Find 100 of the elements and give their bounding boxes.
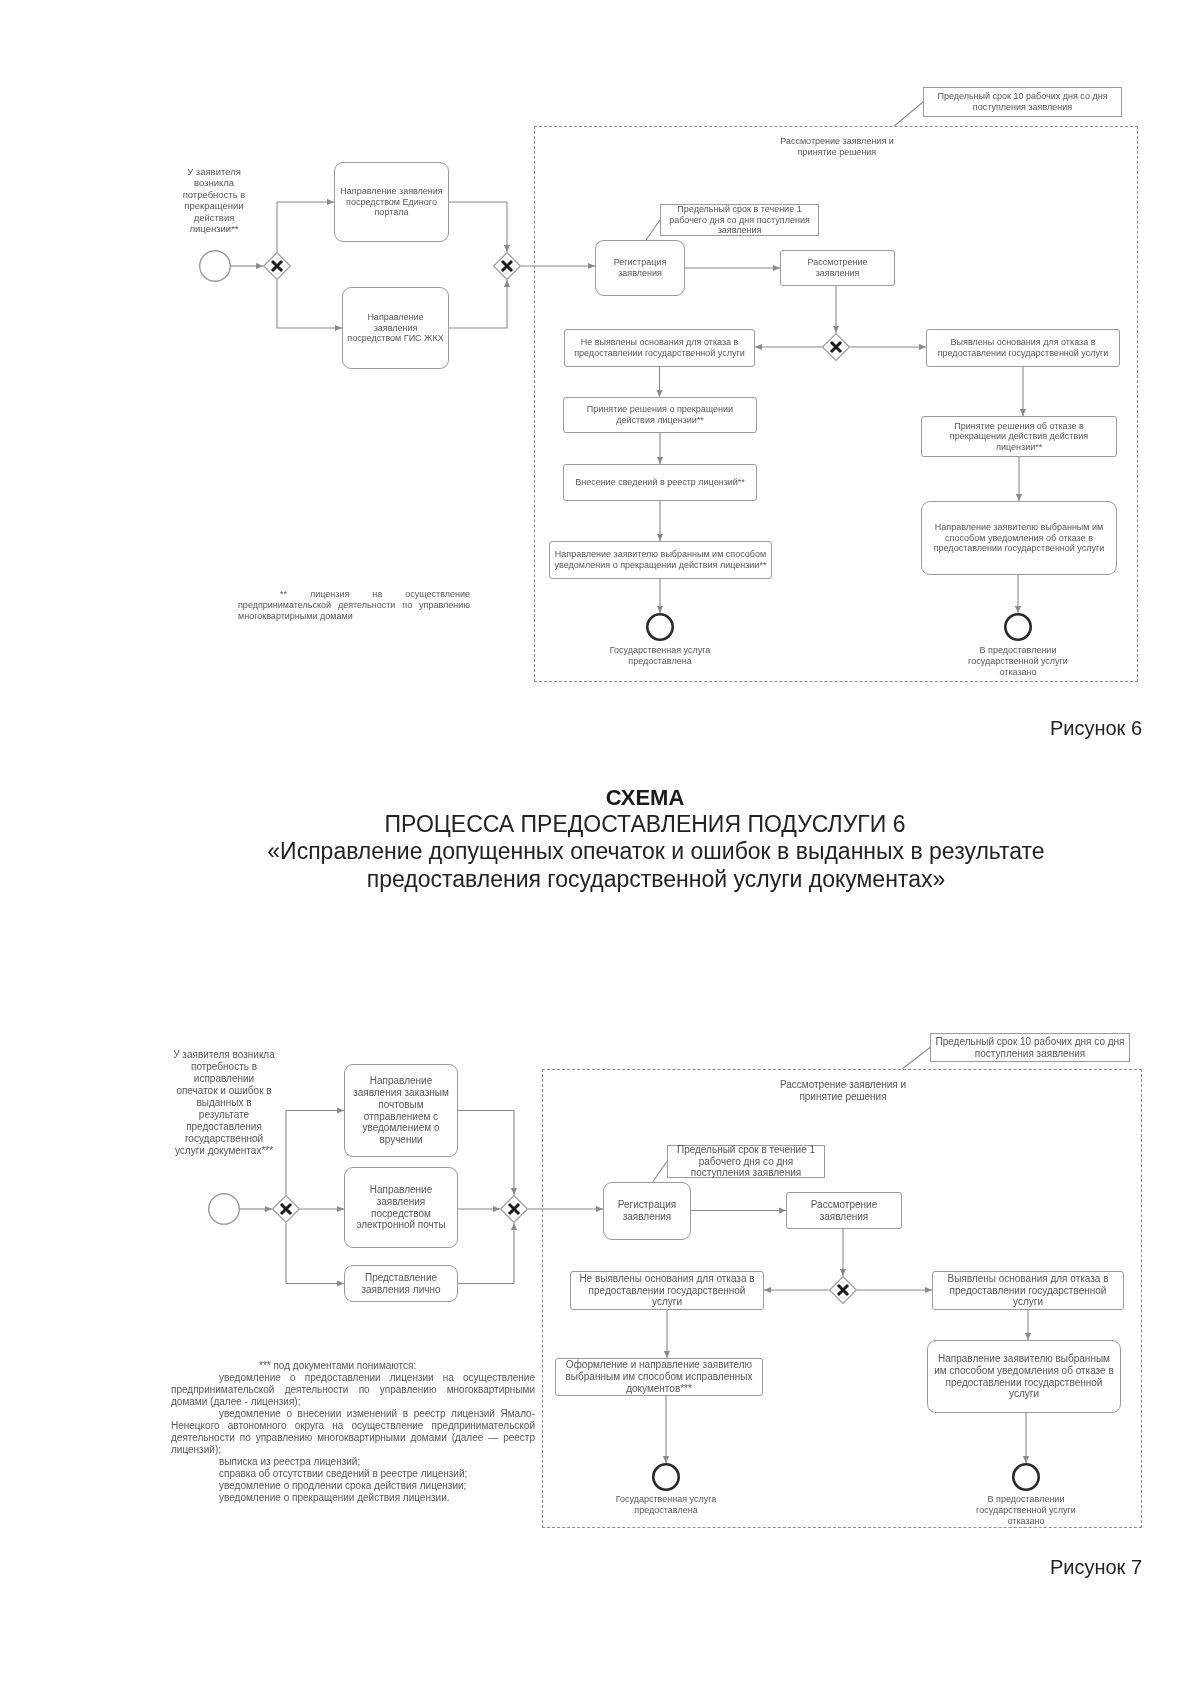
annotation-text: Предельный срок 10 рабочих дня со дня поступления заявления <box>936 91 1109 113</box>
task-text: Направление заявления посредством ГИС ЖКХ <box>347 312 444 344</box>
flow-arrow <box>1015 456 1023 502</box>
task-box <box>921 416 1117 457</box>
task-text: Представление заявления лично <box>360 1271 442 1296</box>
task-text: Принятие решения об отказе в прекращении действия действия лицензии** <box>948 420 1090 453</box>
event-caption: В предоставлении государственной услуги отказано <box>975 1494 1077 1527</box>
flow-arrow <box>656 432 664 465</box>
flow-arrow <box>1024 1309 1032 1341</box>
flow-arrow <box>1022 1412 1030 1464</box>
footnote-text: уведомление о предоставлении лицензии на осуществление предпринимательской деятельности по управлению многоквартирными домами (далее - лицензия); <box>171 1372 535 1408</box>
task-box <box>344 1167 458 1248</box>
flow-arrow <box>856 1286 933 1294</box>
flow-arrow <box>285 1107 345 1196</box>
task-text: Рассмотрение заявления <box>806 257 869 279</box>
annotation-box <box>667 1145 825 1178</box>
annotation-box <box>923 87 1122 117</box>
leader-line <box>901 1046 931 1070</box>
flow-arrow <box>276 279 343 332</box>
annotation-text: Предельный срок в течение 1 рабочего дня со дня поступления заявления <box>668 204 811 236</box>
flow-arrow <box>457 1205 501 1213</box>
task-text: Выявлены основания для отказа в предоставлении государственной услуги <box>936 337 1110 359</box>
flow-arrow <box>832 285 840 334</box>
task-box <box>549 541 772 579</box>
annotation-box <box>930 1033 1130 1062</box>
subtitle: ПРОЦЕССА ПРЕДОСТАВЛЕНИЯ ПОДУСЛУГИ 6 <box>384 811 906 839</box>
group-label: Рассмотрение заявления и принятие решения <box>779 136 895 158</box>
task-box <box>563 397 757 433</box>
footnote-text: уведомление о внесении изменений в реестр лицензий Ямало-Ненецкого автономного округа на осуществление предпринимательской деятельности по управлению многоквартирными домами (далее — реестр лицензий); <box>171 1408 535 1456</box>
task-box <box>786 1192 902 1229</box>
flow-arrow <box>299 1205 345 1213</box>
task-text: Рассмотрение заявления <box>809 1198 879 1223</box>
task-box <box>926 329 1120 367</box>
task-text: Не выявлены основания для отказа в предоставлении государственной услуги <box>573 337 746 359</box>
leader-line <box>645 219 661 241</box>
footnote-text: выписка из реестра лицензий; <box>218 1456 362 1468</box>
flow-arrow <box>457 1109 518 1196</box>
flow-arrow <box>839 1228 847 1277</box>
task-text: Не выявлены основания для отказа в предоставлении государственной услуги <box>578 1272 756 1309</box>
flow-arrow <box>662 1395 670 1464</box>
footnote-text: уведомление о прекращении действия лицензии. <box>218 1492 451 1504</box>
flow-arrow <box>754 343 823 351</box>
task-text: Регистрация заявления <box>616 1199 678 1223</box>
event-caption: Государственная услуга предоставлена <box>608 645 712 667</box>
task-text: Принятие решения о прекращении действия лицензии** <box>585 404 735 426</box>
footnote-text: ** лицензия на осуществление предпринимательской деятельности по управлению многоквартирными домами <box>238 589 470 622</box>
flow-arrow <box>690 1207 787 1214</box>
task-text: Направление заявителю выбранным им способом уведомления об отказе в предоставлении государственной услуги <box>932 522 1106 554</box>
task-text: Направление заявителю выбранным им способом уведомления об отказе в предоставлении государственной услуги <box>933 1352 1115 1401</box>
task-text: Направление заявления посредством электронной почты <box>355 1183 447 1232</box>
event-caption: В предоставлении государственной услуги отказано <box>967 645 1069 678</box>
flow-arrow <box>849 343 927 351</box>
task-box <box>563 464 757 501</box>
flow-arrow <box>230 262 264 270</box>
group-label: Рассмотрение заявления и принятие решения <box>778 1079 908 1103</box>
task-text: Выявлены основания для отказа в предоставлении государственной услуги <box>946 1272 1110 1309</box>
flow-arrow <box>527 1205 604 1213</box>
footnote-text: *** под документами понимаются: <box>258 1360 418 1372</box>
flow-arrow <box>1014 574 1022 614</box>
task-box <box>564 329 755 367</box>
event-caption: Государственная услуга предоставлена <box>614 1494 718 1516</box>
task-text: Регистрация заявления <box>612 257 668 279</box>
task-text: Направление заявителю выбранным им способом уведомления о прекращении действия лицензии** <box>554 549 767 571</box>
leader-line <box>652 1160 668 1183</box>
flow-arrow <box>763 1286 830 1294</box>
task-box <box>342 287 449 369</box>
flow-arrow <box>285 1222 345 1287</box>
task-text: Внесение сведений в реестр лицензий** <box>575 477 745 488</box>
subtitle: «Исправление допущенных опечаток и ошибок в выданных в результате предоставления государственной услуги документах» <box>266 838 1046 894</box>
task-text: Оформление и направление заявителю выбранным им способом исправленных документов*** <box>564 1359 754 1395</box>
figure-caption: Рисунок 6 <box>1049 716 1142 740</box>
annotation-text: Предельный срок в течение 1 рабочего дня со дня поступления заявления <box>675 1143 817 1180</box>
task-box <box>344 1265 458 1302</box>
footnote-text: справка об отсутствии сведений в реестре лицензий; <box>218 1468 469 1480</box>
task-box <box>603 1182 691 1240</box>
flow-arrow <box>663 1309 671 1359</box>
task-box <box>932 1271 1124 1310</box>
flow-arrow <box>656 366 663 398</box>
flow-arrow <box>448 201 511 253</box>
flow-arrow <box>276 198 335 253</box>
footnote-text: уведомление о продлении срока действия лицензии; <box>218 1480 468 1492</box>
task-text: Направление заявления заказным почтовым отправлением с уведомлением о вручении <box>352 1075 450 1146</box>
flow-arrow <box>448 279 511 329</box>
dashed-group-frame <box>534 126 1138 682</box>
task-box <box>780 250 895 286</box>
event-caption: У заявителя возникла потребность в исправлении опечаток и ошибок в выданных в результате предоставления государственной услуги документах*** <box>172 1049 276 1157</box>
flow-arrow <box>239 1205 273 1213</box>
leader-line <box>893 101 924 127</box>
task-box <box>344 1064 458 1157</box>
flow-arrow <box>520 262 596 270</box>
task-text: Направление заявления посредством Единого портала <box>339 186 444 218</box>
figure-caption: Рисунок 7 <box>1049 1555 1142 1579</box>
annotation-text: Предельный срок 10 рабочих дня со дня поступления заявления <box>935 1035 1125 1060</box>
diagram-title: СХЕМА <box>605 785 685 812</box>
dashed-group-frame <box>542 1069 1142 1528</box>
flow-arrow <box>457 1222 518 1285</box>
task-box <box>595 240 685 296</box>
flow-arrow <box>1019 366 1027 417</box>
event-caption: У заявителя возникла потребность в прекращении действия лицензии** <box>181 166 247 235</box>
flow-arrow <box>656 578 664 614</box>
